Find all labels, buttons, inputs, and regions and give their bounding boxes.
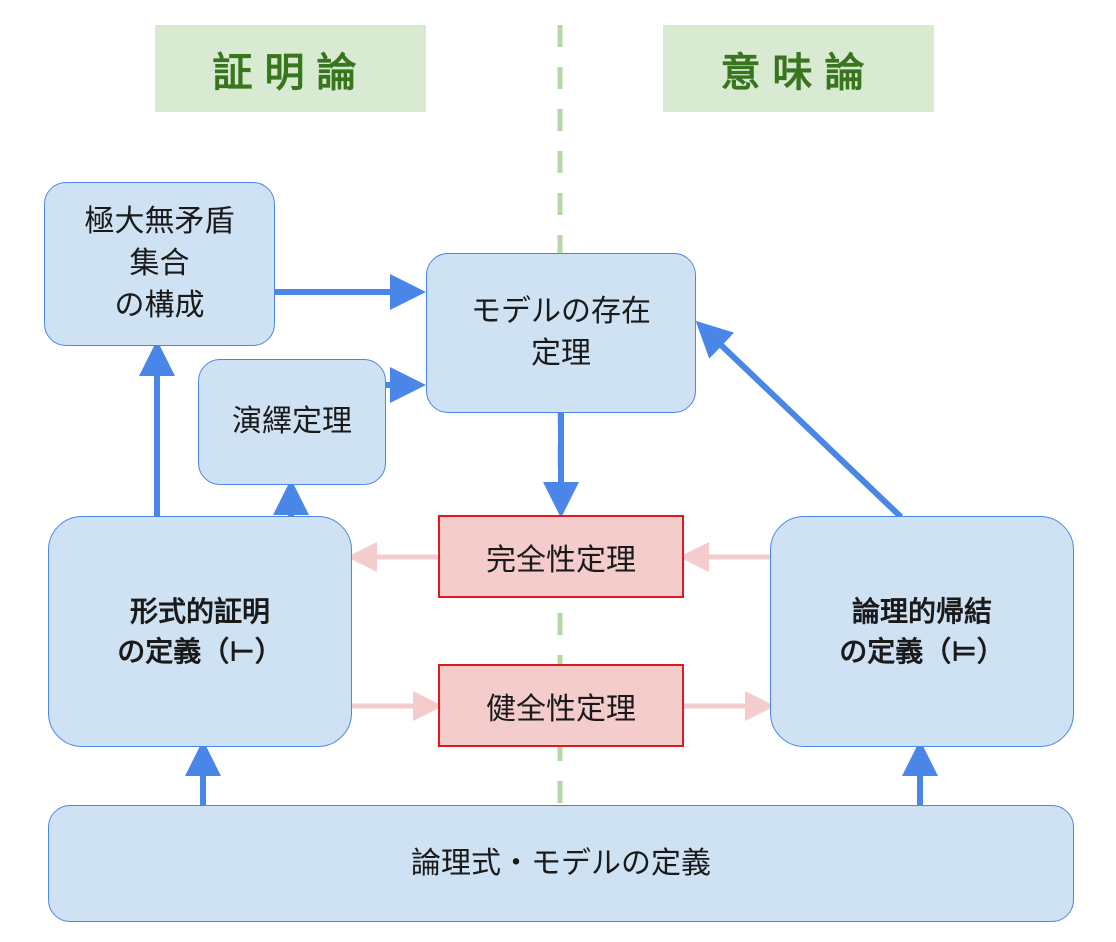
completeness-theorem-node: 完全性定理 — [438, 515, 684, 598]
semantics-header: 意味論 — [663, 25, 934, 112]
arrow-logical-consequence-to-model-existence — [695, 320, 904, 520]
proof-theory-header: 証明論 — [155, 25, 426, 112]
soundness-theorem-node: 健全性定理 — [438, 664, 684, 747]
maximal-consistent-set-node: 極大無矛盾 集合 の構成 — [44, 182, 275, 346]
formal-proof-definition-node: 形式的証明 の定義（⊢） — [48, 516, 352, 747]
formula-model-definition-node: 論理式・モデルの定義 — [48, 805, 1074, 922]
model-existence-theorem-node: モデルの存在 定理 — [426, 253, 696, 413]
logical-consequence-definition-node: 論理的帰結 の定義（⊨） — [770, 516, 1074, 747]
deduction-theorem-node: 演繹定理 — [198, 359, 386, 485]
